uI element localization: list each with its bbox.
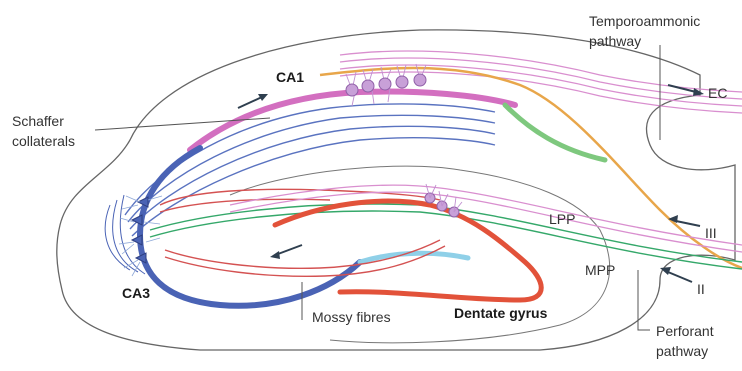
layer-iii-label: III (705, 225, 717, 241)
schaffer-label-line2: collaterals (12, 133, 75, 149)
ca3-neuron (132, 235, 142, 245)
ca1-direction-arrow (238, 94, 268, 108)
layer-iii-arrow (668, 215, 700, 226)
schaffer-leader (95, 118, 270, 130)
ca1-neuron (396, 76, 408, 88)
perforant-label-line2: pathway (656, 343, 708, 359)
lpp-fibres (230, 185, 742, 252)
dentate-gyrus-granule-layer (275, 201, 541, 300)
perforant-leader (638, 270, 650, 330)
ec-label: EC (708, 85, 727, 101)
temporoammonic-label-line1: Temporoammonic (589, 13, 700, 29)
layer-ii-label: II (697, 281, 705, 297)
dentate-gyrus-label: Dentate gyrus (454, 305, 548, 321)
mpp-label: MPP (585, 262, 615, 278)
ca1-neuron (362, 80, 374, 92)
mpp-fibres (150, 204, 742, 269)
ca1-neuron (346, 84, 358, 96)
hippocampus-outline (57, 30, 735, 350)
ca1-label: CA1 (276, 69, 304, 85)
schaffer-label-line1: Schaffer (12, 113, 64, 129)
ca3-label: CA3 (122, 285, 150, 301)
ca1-neuron (379, 78, 391, 90)
ca1-green-axon (505, 105, 605, 160)
lpp-label: LPP (549, 211, 575, 227)
mossy-fibres-label: Mossy fibres (312, 309, 391, 325)
mossy-direction-arrow (270, 245, 302, 259)
perforant-label-line1: Perforant (656, 323, 714, 339)
ca1-neuron (414, 74, 426, 86)
layer-ii-arrow (660, 267, 692, 282)
ca3-neuron (132, 215, 142, 225)
temporoammonic-label-line2: pathway (589, 33, 641, 49)
